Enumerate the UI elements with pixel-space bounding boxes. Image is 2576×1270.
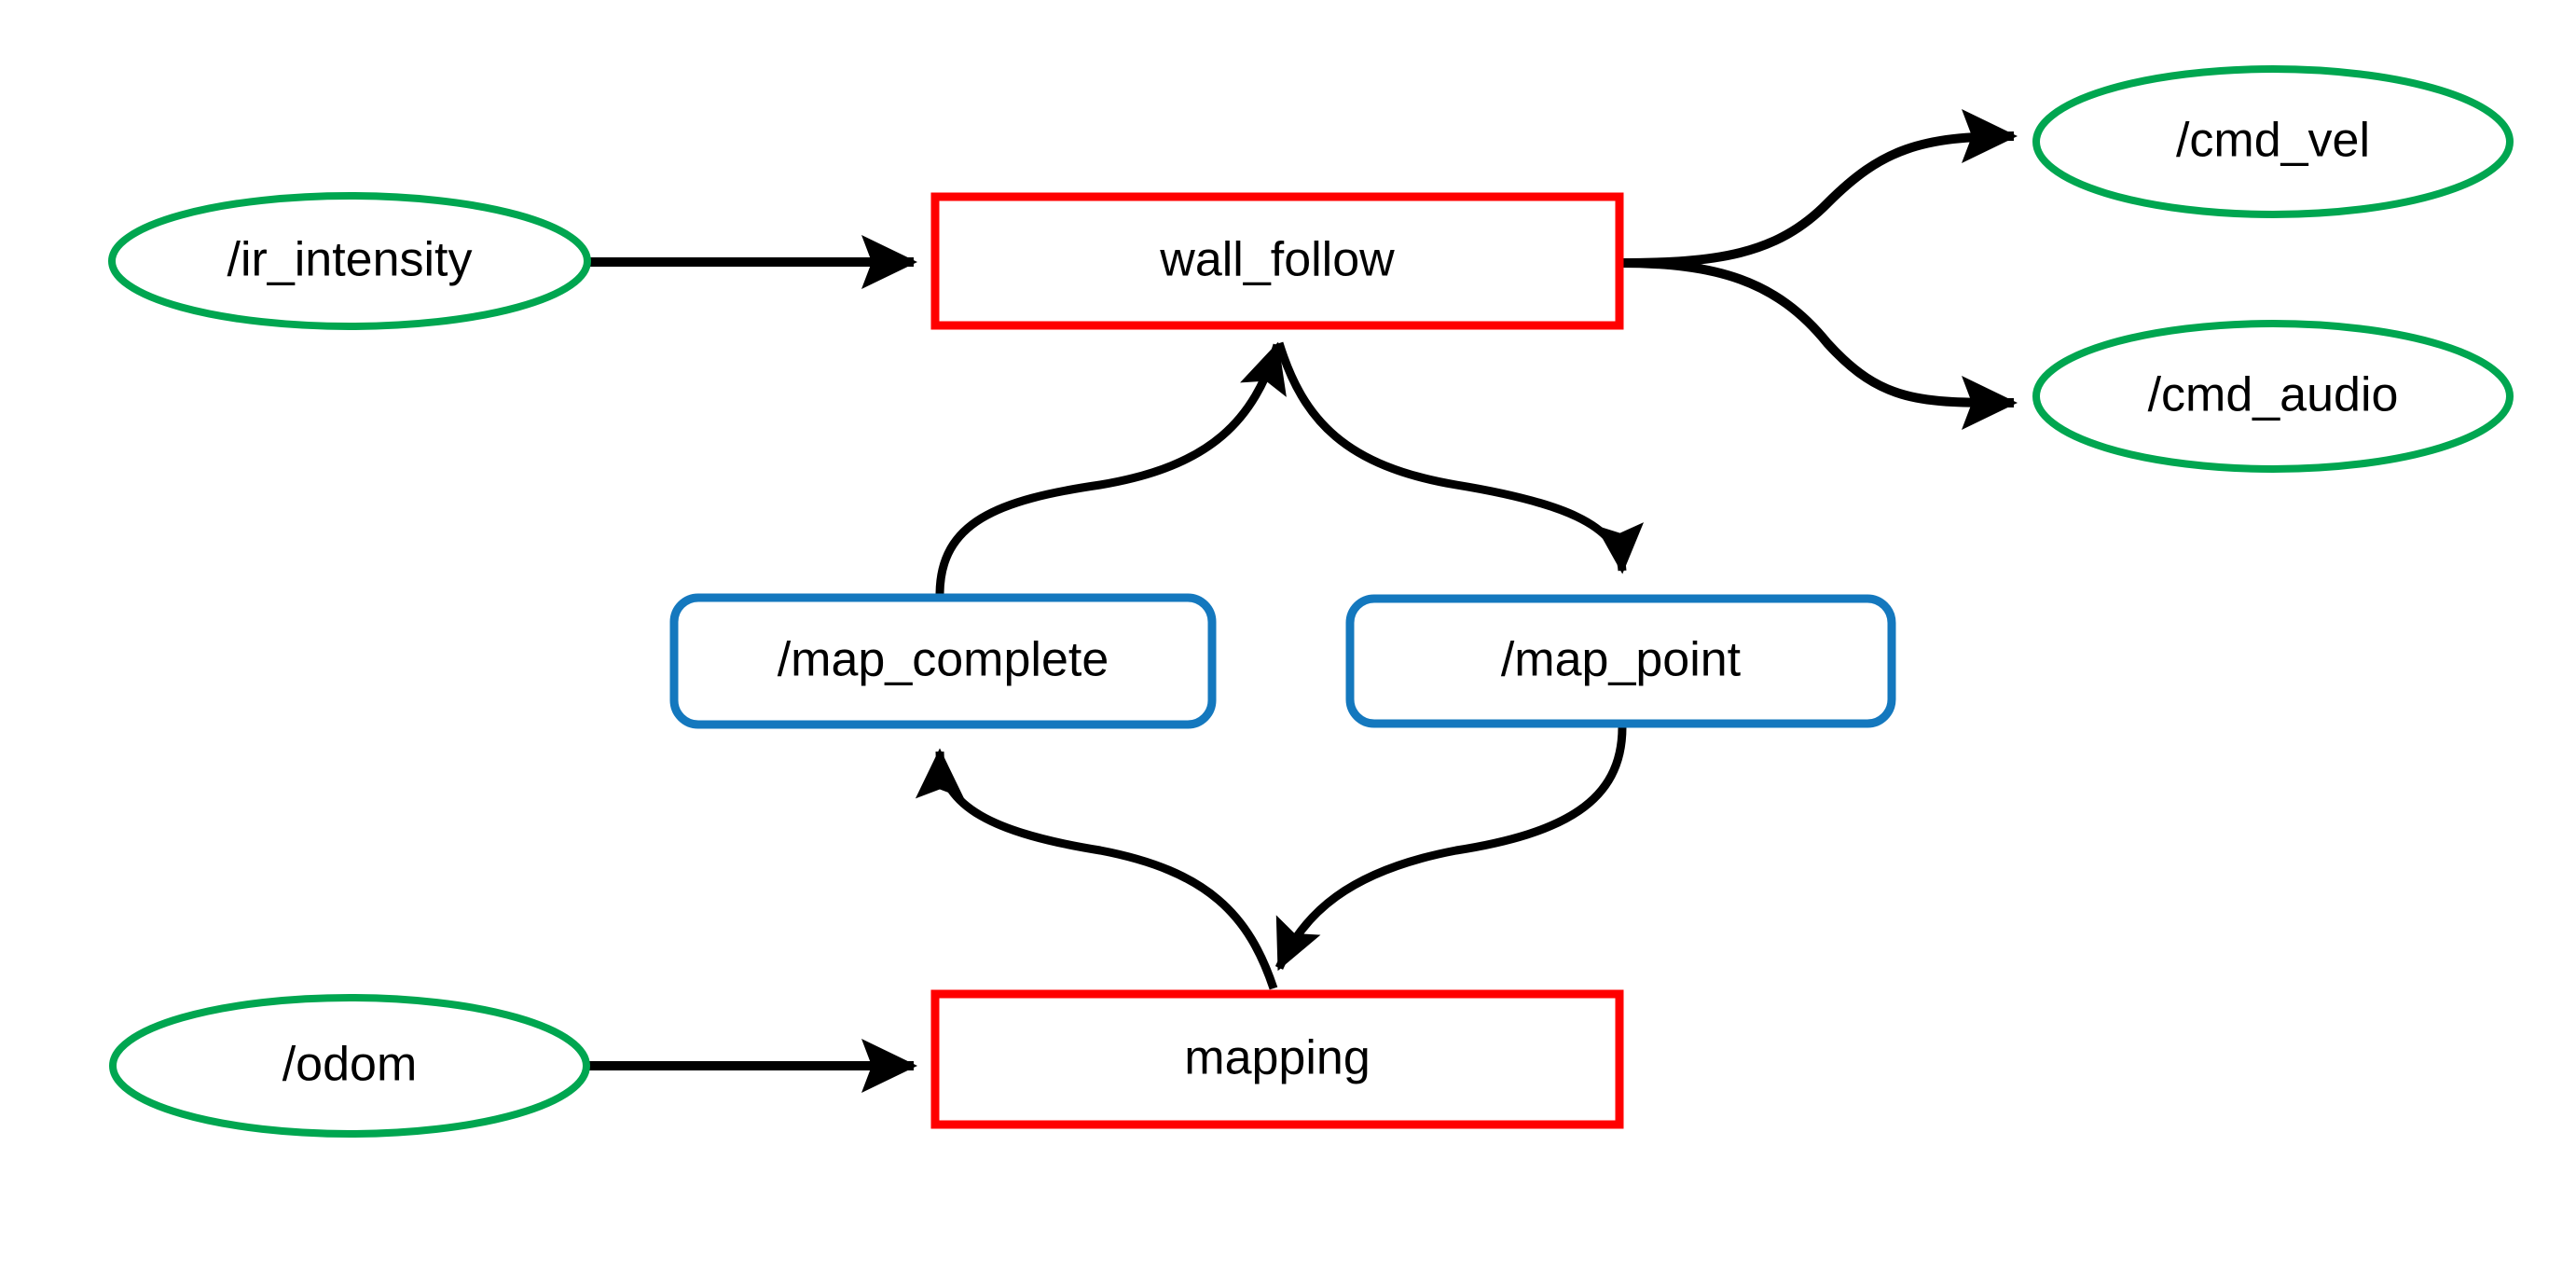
graph-node-label-cmd_audio: /cmd_audio — [2148, 368, 2399, 422]
graph-node-ir_intensity[interactable]: /ir_intensity — [108, 192, 591, 330]
edge-wall_follow-to-cmd_audio — [1619, 258, 2018, 430]
graph-node-label-map_point: /map_point — [1501, 633, 1742, 687]
nodes-layer: /ir_intensity wall_follow/cmd_vel/cmd_aud… — [108, 65, 2514, 1138]
topic-ellipse-odom[interactable] — [109, 994, 590, 1138]
edge-map_point-to-mapping — [1274, 726, 1627, 972]
edge-wall_follow-to-map_point — [1274, 341, 1644, 574]
graph-node-label-wall_follow: wall_follow — [1159, 233, 1395, 287]
graph-node-map_point[interactable]: /map_point — [1345, 594, 1896, 728]
graph-node-wall_follow[interactable]: wall_follow — [930, 192, 1624, 330]
graph-node-map_complete[interactable]: /map_complete — [669, 593, 1217, 729]
graph-node-label-mapping: mapping — [1184, 1031, 1370, 1085]
graph-node-label-odom: /odom — [282, 1038, 418, 1092]
edges-layer — [587, 109, 2018, 1093]
edge-wall_follow-to-cmd_vel — [1619, 109, 2018, 268]
node-box-mapping[interactable] — [930, 989, 1624, 1129]
graph-node-mapping[interactable]: mapping — [930, 989, 1624, 1129]
graph-node-cmd_audio[interactable]: /cmd_audio — [2032, 320, 2514, 473]
message-box-map_complete[interactable] — [669, 593, 1217, 729]
topic-ellipse-ir_intensity[interactable] — [108, 192, 591, 330]
graph-node-odom[interactable]: /odom — [109, 994, 590, 1138]
message-box-map_point[interactable] — [1345, 594, 1896, 728]
node-box-wall_follow[interactable] — [930, 192, 1624, 330]
edge-map_complete-to-wall_follow — [935, 341, 1287, 596]
topic-ellipse-cmd_vel[interactable] — [2032, 65, 2514, 218]
edge-mapping-to-map_complete — [915, 748, 1278, 990]
graph-node-label-cmd_vel: /cmd_vel — [2176, 114, 2370, 168]
topic-ellipse-cmd_audio[interactable] — [2032, 320, 2514, 473]
graph-node-label-ir_intensity: /ir_intensity — [227, 233, 473, 287]
graph-node-label-map_complete: /map_complete — [778, 633, 1109, 687]
graph-node-cmd_vel[interactable]: /cmd_vel — [2032, 65, 2514, 218]
